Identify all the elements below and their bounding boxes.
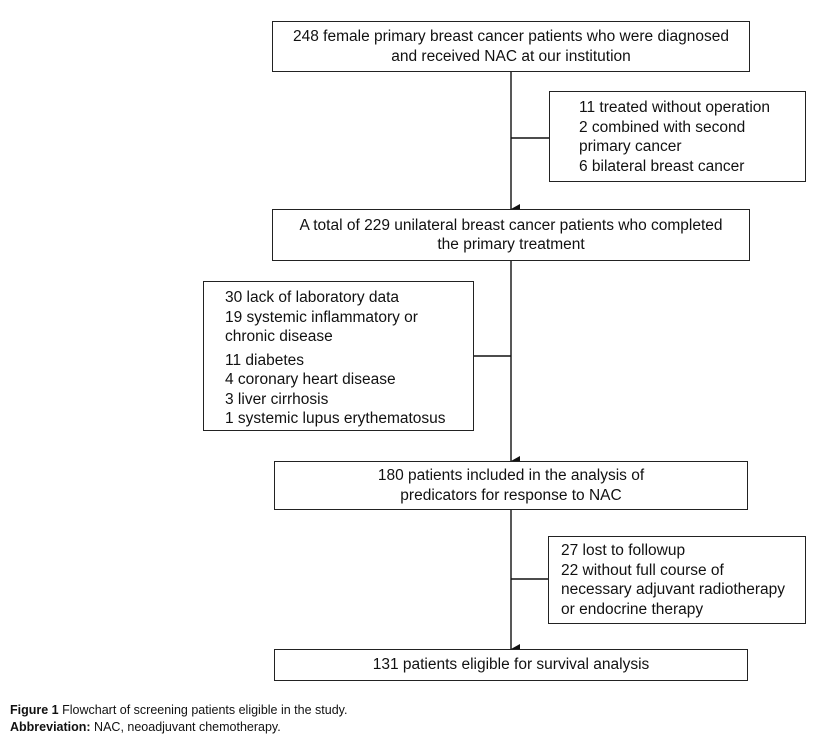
exclusion-text: 11 treated without operation bbox=[579, 99, 771, 116]
box-text: 248 female primary breast cancer patient… bbox=[293, 28, 729, 45]
box-exclusion-3: 27 lost to followup 22 without full cour… bbox=[548, 536, 806, 624]
box-unilateral-patients: A total of 229 unilateral breast cancer … bbox=[272, 209, 750, 261]
box-text: 131 patients eligible for survival analy… bbox=[372, 656, 650, 674]
exclusion-text: 2 combined with second bbox=[579, 118, 746, 136]
box-text: predicators for response to NAC bbox=[400, 486, 622, 504]
exclusion-text: or endocrine therapy bbox=[561, 600, 704, 618]
exclusion-text: primary cancer bbox=[579, 138, 682, 155]
box-initial-patients: 248 female primary breast cancer patient… bbox=[272, 21, 750, 72]
exclusion-text: 1 systemic lupus erythematosus bbox=[225, 410, 446, 427]
figure-label: Figure 1 bbox=[10, 703, 59, 717]
abbreviation-label: Abbreviation: bbox=[10, 720, 91, 734]
box-text: A total of 229 unilateral breast cancer … bbox=[299, 216, 723, 234]
exclusion-text: 22 without full course of bbox=[561, 561, 724, 579]
box-text: and received NAC at our institution bbox=[391, 47, 631, 65]
exclusion-text: 11 diabetes bbox=[225, 351, 304, 369]
exclusion-text: 30 lack of laboratory data bbox=[225, 289, 400, 306]
exclusion-text: chronic disease bbox=[225, 328, 333, 345]
exclusion-text: 19 systemic inflammatory or bbox=[225, 308, 418, 326]
box-exclusion-2: 30 lack of laboratory data 19 systemic i… bbox=[203, 281, 474, 431]
abbreviation-text: NAC, neoadjuvant chemotherapy. bbox=[94, 720, 281, 734]
exclusion-text: 6 bilateral breast cancer bbox=[579, 157, 745, 175]
box-analysis-patients: 180 patients included in the analysis of… bbox=[274, 461, 748, 510]
figure-title: Flowchart of screening patients eligible… bbox=[62, 703, 348, 717]
box-text: 180 patients included in the analysis of bbox=[377, 467, 645, 484]
abbreviation-line: Abbreviation: NAC, neoadjuvant chemother… bbox=[10, 719, 347, 736]
box-text: the primary treatment bbox=[437, 236, 585, 253]
exclusion-text: 27 lost to followup bbox=[561, 542, 686, 559]
box-survival-patients: 131 patients eligible for survival analy… bbox=[274, 649, 748, 681]
figure-caption-line: Figure 1 Flowchart of screening patients… bbox=[10, 702, 347, 719]
exclusion-text: 3 liver cirrhosis bbox=[225, 390, 329, 408]
exclusion-text: necessary adjuvant radiotherapy bbox=[561, 581, 786, 598]
figure-caption: Figure 1 Flowchart of screening patients… bbox=[10, 702, 347, 736]
box-exclusion-1: 11 treated without operation 2 combined … bbox=[549, 91, 806, 182]
exclusion-text: 4 coronary heart disease bbox=[225, 371, 396, 388]
